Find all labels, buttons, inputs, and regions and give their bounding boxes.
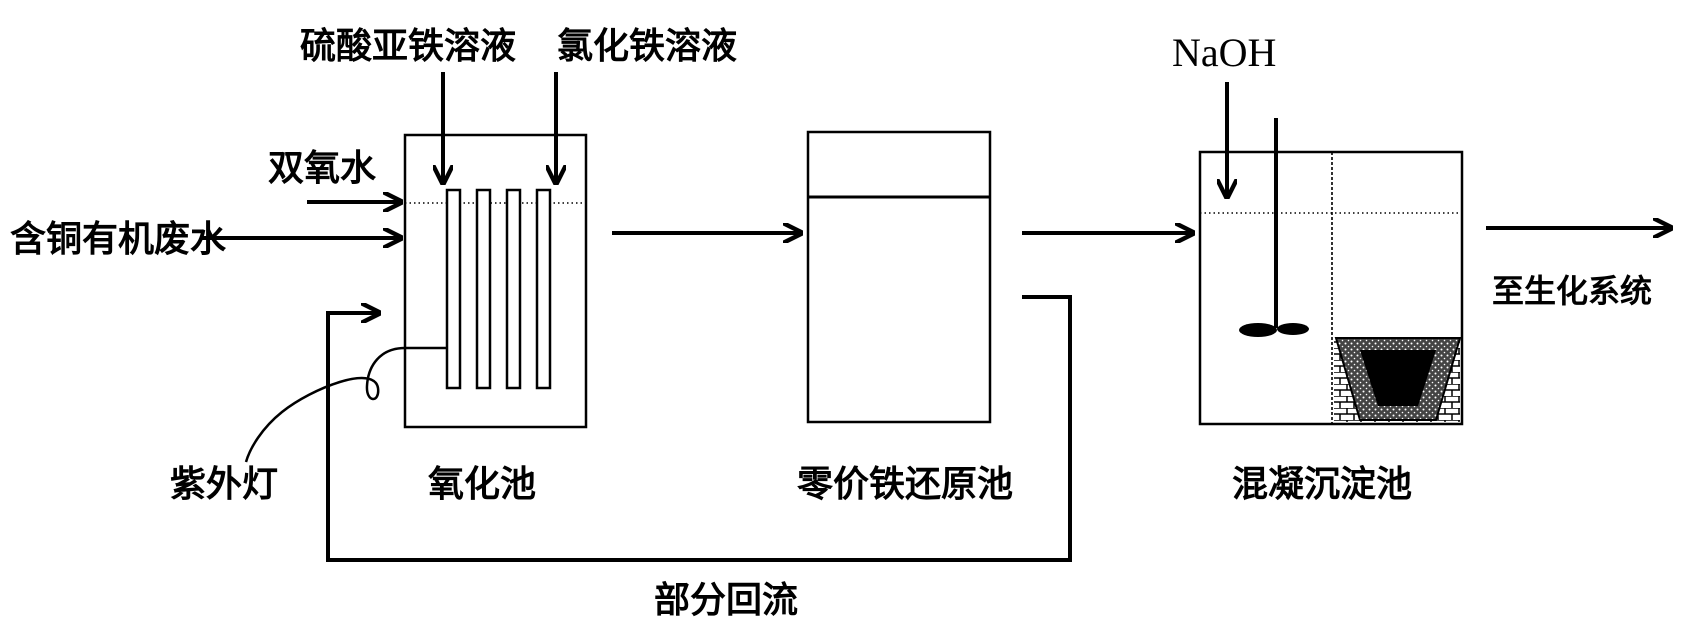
uv-lamp-tubes: [445, 188, 552, 390]
coag-tank-label: 混凝沉淀池: [1232, 464, 1412, 505]
recycle-label: 部分回流: [654, 580, 798, 621]
sludge-core: [1360, 350, 1436, 406]
oxidation-tank-body: [403, 133, 588, 429]
mixer-blade-right: [1277, 323, 1309, 335]
uv-lamp-cable: [244, 346, 406, 463]
mixer-blade-left: [1239, 323, 1277, 337]
uv-tube-2: [475, 188, 492, 390]
naoh-label: NaOH: [1172, 30, 1276, 75]
uv-tube-1: [445, 188, 462, 390]
zvi-tank-body: [806, 130, 992, 424]
ferrous-sulfate-label: 硫酸亚铁溶液: [300, 26, 516, 67]
sludge-hopper: [1334, 337, 1462, 422]
oxidation-tank-label: 氧化池: [428, 464, 536, 505]
recycle-line: [326, 295, 1072, 562]
hydrogen-peroxide-label: 双氧水: [268, 148, 377, 189]
uv-lamp-label: 紫外灯: [170, 464, 278, 505]
to-bio-label: 至生化系统: [1492, 272, 1652, 310]
influent-label: 含铜有机废水: [10, 219, 227, 260]
oxidation-tank: [403, 133, 588, 429]
coagulation-sedimentation-tank: [1198, 118, 1464, 426]
mixer: [1239, 118, 1309, 337]
ferric-chloride-label: 氯化铁溶液: [557, 26, 737, 67]
uv-tube-4: [535, 188, 552, 390]
uv-tube-3: [505, 188, 522, 390]
zvi-tank-label: 零价铁还原池: [797, 464, 1013, 505]
zvi-reduction-tank: [806, 130, 992, 424]
